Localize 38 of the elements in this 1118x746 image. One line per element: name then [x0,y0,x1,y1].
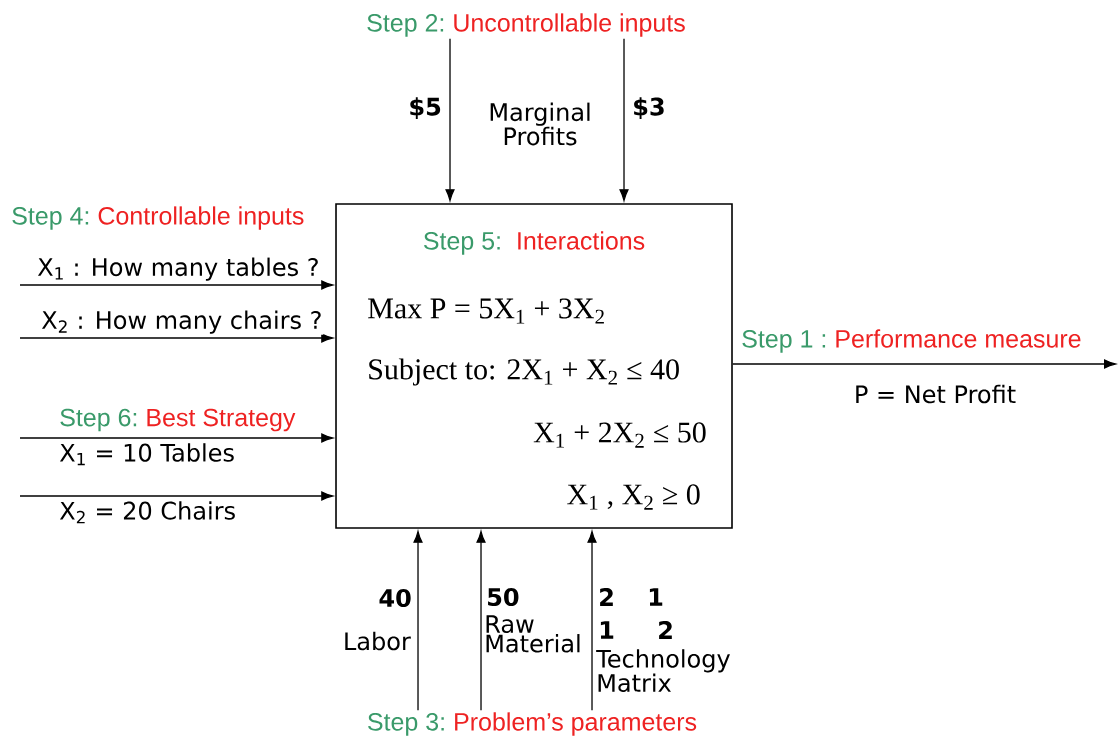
edge-label: X$_{2}$ = 20 Chairs [58,500,238,525]
step-heading: Step 4: Controllable inputs [12,206,304,230]
edge-label: $3 [631,96,667,120]
arrow [732,359,1116,369]
caption-text: Labor [345,631,411,651]
equation-text: X$_{1}$ + 2X$_{2}$ ≤ 50 [533,422,706,448]
caption-text: Raw Material [486,615,580,653]
edge-label: 40 [377,587,413,609]
equation-text: Subject to: 2X$_{1}$ + X$_{2}$ ≤ 40 [369,358,679,386]
equation-text: X$_{1}$ , X$_{2}$ ≥ 0 [567,484,700,510]
arrow [19,433,334,443]
step-heading: Step 3: Problem’s parameters [368,712,697,736]
edge-label: P = Net Profit [852,383,1018,405]
matrix-entry: 2 [600,588,613,606]
step-heading: Step 5: Interactions [423,231,645,255]
process-box [335,203,733,529]
arrow [19,280,334,290]
matrix-entry: 2 [659,621,672,639]
arrow [445,38,455,202]
matrix-entry: 1 [600,621,614,639]
edge-label: X$_{1}$ : How many tables ? [36,256,321,282]
edge-label: X$_{1}$ = 10 Tables [58,442,236,467]
step-heading: Step 6: Best Strategy [60,408,296,432]
edge-label: 50 [485,586,521,608]
caption-text: Marginal Profits [490,102,590,146]
equation-text: Max P = 5X$_{1}$ + 3X$_{2}$ [368,298,604,324]
arrow [19,333,334,343]
matrix-entry: 1 [649,588,663,606]
arrow [413,530,423,711]
edge-label: X$_{2}$ : How many chairs ? [40,309,324,335]
arrow [476,530,486,711]
arrow [19,491,334,501]
arrow [587,530,597,711]
step-heading: Step 2: Uncontrollable inputs [367,13,685,37]
step-heading: Step 1 : Performance measure [742,329,1081,353]
arrow [619,38,629,202]
caption-text: Technology Matrix [596,649,730,692]
edge-label: $5 [407,96,443,120]
